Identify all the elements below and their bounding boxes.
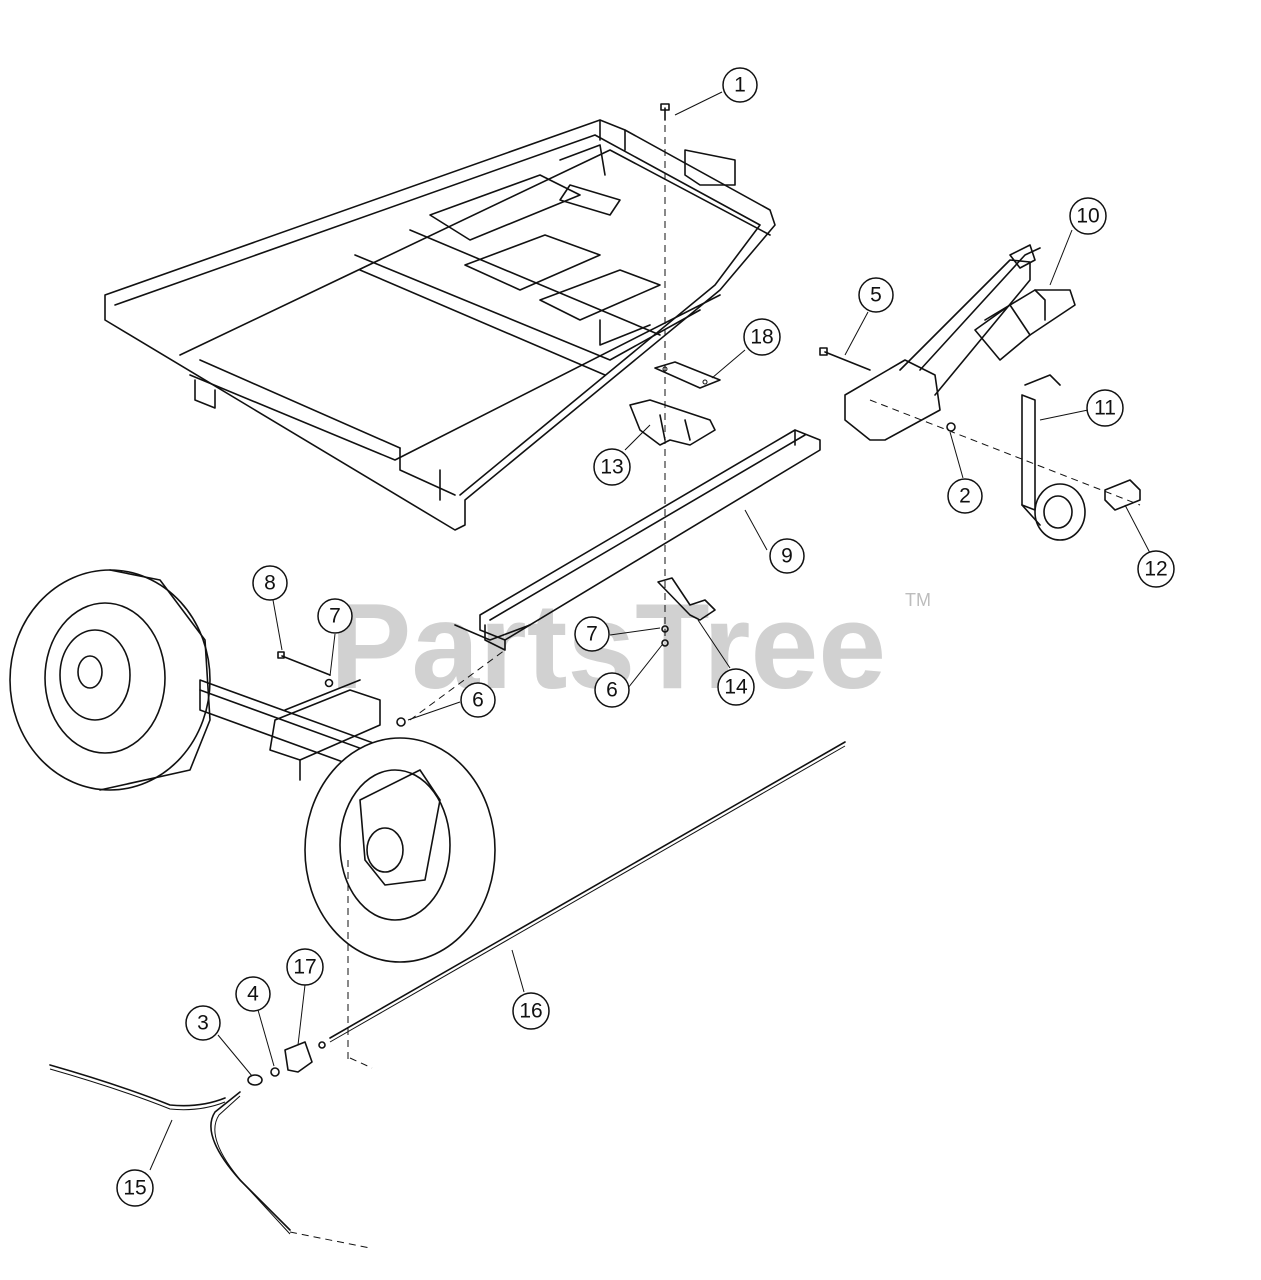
callout-7-bar-label: 7 xyxy=(586,623,598,646)
callout-13-label: 13 xyxy=(600,456,623,479)
callout-7-axle-label: 7 xyxy=(329,605,341,628)
callout-15-label: 15 xyxy=(123,1177,146,1200)
axle-assembly xyxy=(9,569,496,963)
callout-6-bar: 6 xyxy=(594,672,630,708)
callout-6-bar-label: 6 xyxy=(606,679,618,702)
cable-clip-17 xyxy=(247,1041,326,1086)
callout-15: 15 xyxy=(116,1169,154,1207)
cable-15 xyxy=(49,1064,371,1249)
callout-10: 10 xyxy=(1069,197,1107,235)
deck-frame xyxy=(104,119,776,531)
callout-1-label: 1 xyxy=(734,74,746,97)
callout-11: 11 xyxy=(1086,389,1124,427)
bracket-13 xyxy=(629,399,716,446)
callout-7-bar: 7 xyxy=(574,616,610,652)
callout-11-label: 11 xyxy=(1094,397,1116,420)
hitch-assembly xyxy=(819,244,1141,506)
axle-dashline-foot xyxy=(349,1057,373,1069)
callout-7-axle: 7 xyxy=(317,598,353,634)
callout-13: 13 xyxy=(593,448,631,486)
axle-to-bar-dashline xyxy=(409,649,506,721)
callout-9: 9 xyxy=(769,538,805,574)
callout-9-label: 9 xyxy=(781,545,793,568)
callout-14: 14 xyxy=(717,668,755,706)
callout-8-label: 8 xyxy=(264,572,276,595)
callout-8: 8 xyxy=(252,565,288,601)
callout-3: 3 xyxy=(185,1005,221,1041)
callout-12-label: 12 xyxy=(1144,558,1167,581)
callout-5-label: 5 xyxy=(870,284,882,307)
plate-18 xyxy=(654,361,721,389)
tow-bar-9 xyxy=(454,429,821,651)
leaders xyxy=(149,91,1151,1171)
callout-10-label: 10 xyxy=(1076,205,1099,228)
callout-12: 12 xyxy=(1137,550,1175,588)
callout-5: 5 xyxy=(858,277,894,313)
callout-14-label: 14 xyxy=(724,676,748,699)
bracket-14 xyxy=(657,577,716,621)
watermark-trademark: TM xyxy=(905,590,931,610)
callout-16-label: 16 xyxy=(519,1000,542,1023)
jack-stand-11 xyxy=(1021,374,1086,541)
bolt-1 xyxy=(660,103,670,121)
callout-6-axle-label: 6 xyxy=(472,689,484,712)
callout-4-label: 4 xyxy=(247,983,259,1006)
watermark: PartsTree TM xyxy=(330,578,931,714)
clip-12 xyxy=(1104,479,1141,511)
callout-16: 16 xyxy=(512,992,550,1030)
axle-hardware xyxy=(277,625,669,727)
callout-3-label: 3 xyxy=(197,1012,209,1035)
callout-6-axle: 6 xyxy=(460,682,496,718)
callout-2-label: 2 xyxy=(959,485,971,508)
callout-17-label: 17 xyxy=(293,956,316,979)
callout-1: 1 xyxy=(722,67,758,103)
callout-17: 17 xyxy=(286,948,324,986)
callout-18-label: 18 xyxy=(750,326,773,349)
callouts: 1 2 3 4 5 6 6 7 7 8 9 10 11 12 13 14 15 … xyxy=(116,67,1175,1207)
callout-2: 2 xyxy=(947,478,983,514)
callout-18: 18 xyxy=(743,318,781,356)
cable-16 xyxy=(329,741,846,1043)
callout-4: 4 xyxy=(235,976,271,1012)
